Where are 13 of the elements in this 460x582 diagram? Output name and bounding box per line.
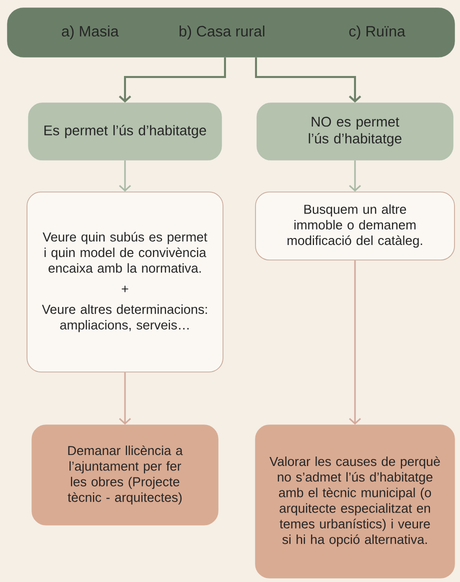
action-box: Demanar llicència a l’ajuntament per fer les obres (Projecte tècnic - arquitectes)	[32, 424, 218, 526]
process-box: Busquem un altre immoble o demanem modificació del catàleg.	[255, 192, 455, 260]
decision-box: NO es permet l’ús d’habitatge	[256, 102, 454, 160]
action-box: Valorar les causes de perquè no s’admet l’ús d’habitatge amb el tècnic municipal (o arquitecte especialitzat en temes urbanístics) i veure si hi ha opció alternativa.	[255, 424, 455, 578]
arrow	[349, 160, 361, 192]
category-bar: a) Masia b) Casa rural c) Ruïna	[7, 8, 455, 58]
arrow	[118, 57, 226, 103]
process-box: Veure quin subús es permet i quin model de convivència encaixa amb la normativa. + Veure altres determinacions: ampliacions, serveis…	[26, 192, 224, 372]
decision-box: Es permet l’ús d’habitatge	[28, 102, 222, 160]
arrow	[119, 160, 131, 192]
arrow	[349, 260, 361, 425]
arrow	[119, 372, 131, 425]
arrow	[255, 57, 362, 103]
